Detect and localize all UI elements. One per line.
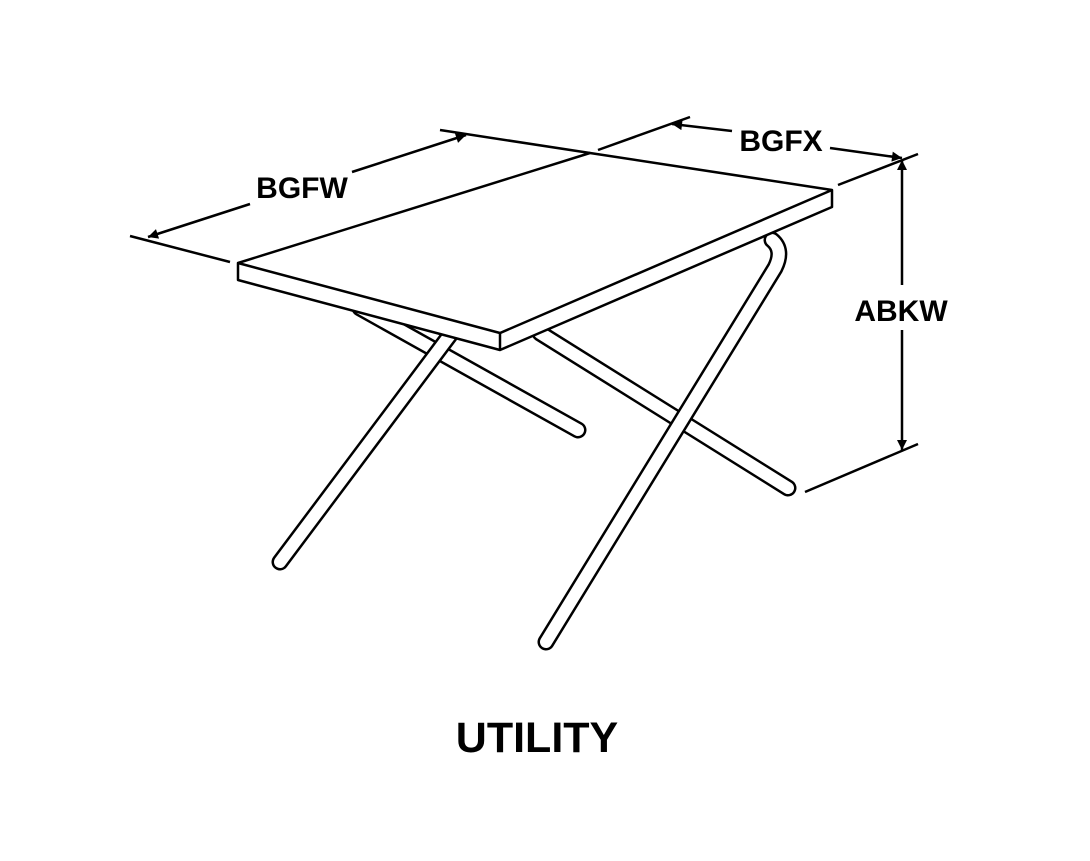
arrow-left <box>671 120 733 133</box>
front-left-leg <box>271 326 459 571</box>
arrow-right <box>829 146 903 162</box>
dimension-abkw: ABKW <box>804 160 948 494</box>
dimension-bgfw: BGFW <box>129 128 591 264</box>
extension-line <box>129 234 231 264</box>
extension-line <box>439 128 591 155</box>
extension-line <box>597 115 691 152</box>
front-right-leg <box>537 231 788 651</box>
arrow-right <box>351 133 467 174</box>
length-label: BGFW <box>256 172 348 205</box>
extension-line <box>804 442 919 494</box>
dimension-bgfx: BGFX <box>597 115 919 187</box>
arrow-left <box>147 202 251 239</box>
height-label: ABKW <box>854 295 948 328</box>
diagram-caption: UTILITY <box>456 714 618 762</box>
back-crossbar-right <box>531 324 797 497</box>
extension-line <box>837 152 919 187</box>
back-crossbar-left <box>351 299 587 439</box>
width-label: BGFX <box>739 125 822 158</box>
